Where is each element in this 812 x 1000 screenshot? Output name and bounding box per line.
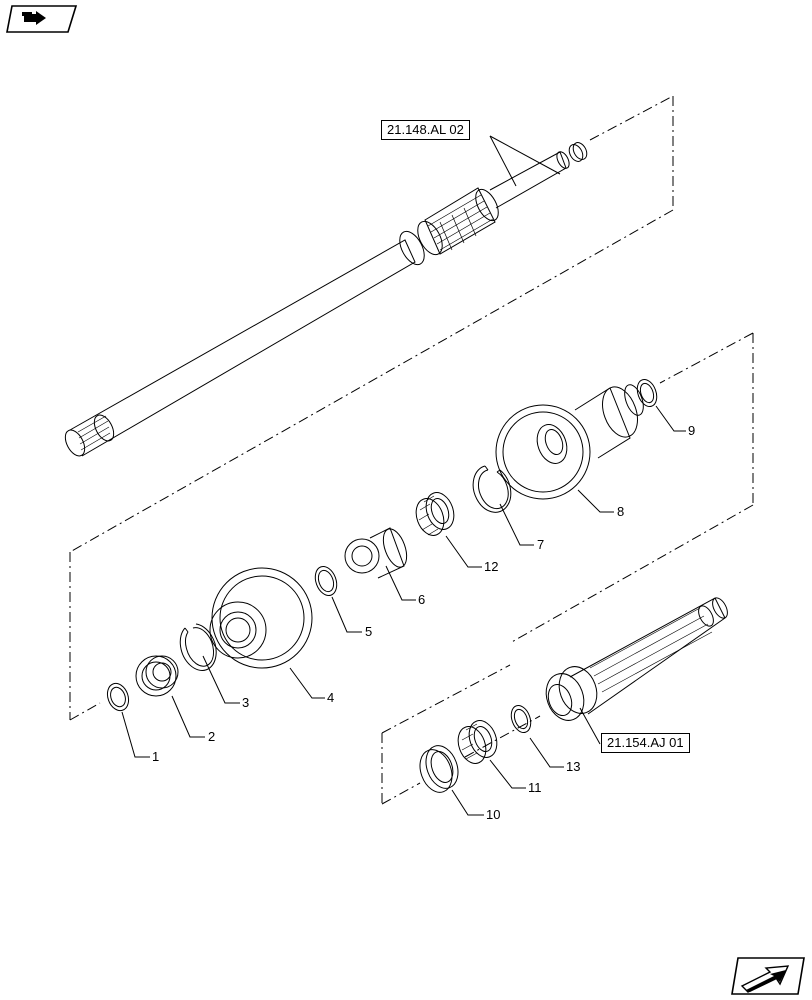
part-4-double-gear — [209, 567, 313, 669]
part-6-sliding-gear — [344, 527, 408, 579]
lower-shaft-frame — [381, 664, 541, 805]
callout-1: 1 — [152, 749, 160, 764]
callout-10: 10 — [486, 807, 501, 822]
callout-5: 5 — [365, 624, 373, 639]
part-3-circlip — [179, 623, 217, 671]
part-9-ring — [636, 378, 658, 408]
leader-lines — [121, 135, 686, 816]
part-13-ring — [510, 704, 532, 734]
part-10-bearing-race — [419, 745, 459, 793]
part-1-ring — [106, 682, 130, 712]
part-2-gear — [135, 655, 179, 697]
lower-shaft — [545, 597, 728, 721]
reference-box-lower-shaft[interactable]: 21.154.AJ 01 — [601, 733, 690, 753]
part-5-ring — [314, 565, 338, 597]
upper-shaft — [64, 142, 588, 457]
book-arrow-icon[interactable] — [6, 4, 78, 34]
callout-9: 9 — [688, 423, 696, 438]
gear-group-frame — [69, 332, 754, 721]
upper-shaft-frame — [69, 95, 674, 720]
callout-3: 3 — [242, 695, 250, 710]
callout-12: 12 — [484, 559, 499, 574]
part-8-cluster-gear — [495, 384, 644, 500]
callout-11: 11 — [528, 780, 542, 795]
part-11-needle-bearing — [457, 720, 498, 764]
callout-8: 8 — [617, 504, 625, 519]
callout-13: 13 — [566, 759, 581, 774]
reference-box-upper-shaft[interactable]: 21.148.AL 02 — [381, 120, 470, 140]
part-7-circlip — [472, 465, 512, 513]
callout-2: 2 — [208, 729, 216, 744]
callout-6: 6 — [418, 592, 426, 607]
callout-4: 4 — [327, 690, 335, 705]
callout-7: 7 — [537, 537, 545, 552]
next-page-arrow-icon[interactable] — [730, 956, 806, 996]
part-12-needle-bearing — [415, 492, 455, 536]
